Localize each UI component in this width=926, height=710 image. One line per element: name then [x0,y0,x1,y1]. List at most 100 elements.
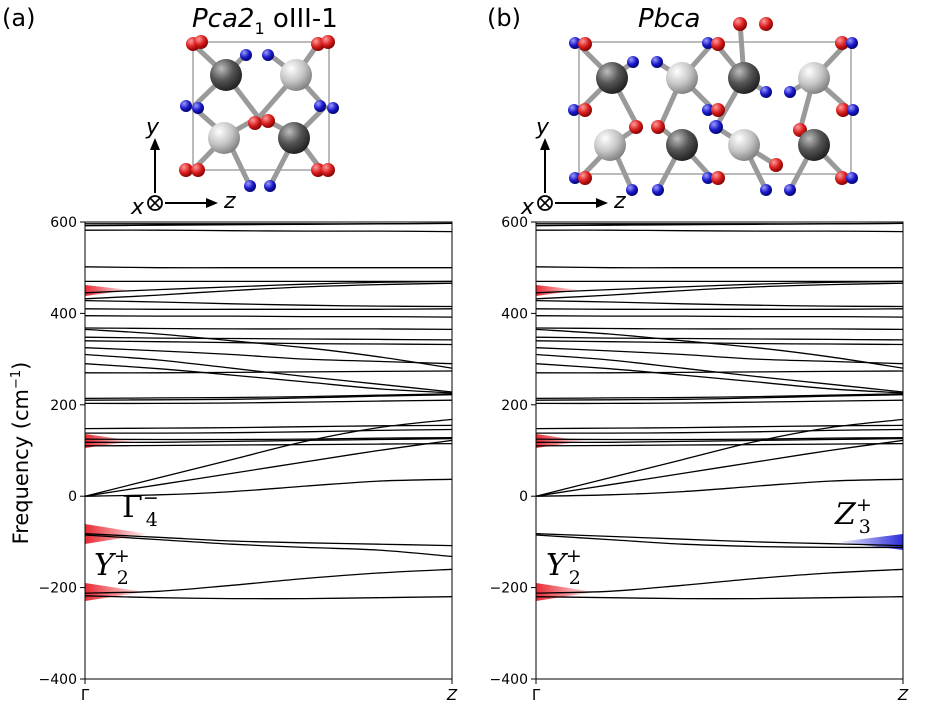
axis-x-label-a: x [130,195,145,220]
band-line-b-10 [535,437,904,441]
band-line-a-28 [84,280,453,294]
band-line-a-4 [84,533,453,547]
y-tick-label-a: 400 [50,306,77,322]
band-line-a-17 [84,363,453,394]
band-line-b-19 [535,347,904,365]
y-tick-label-b: 200 [501,398,528,414]
y-tick-label-a: −400 [39,672,77,688]
band-line-b-4 [535,533,904,547]
band-line-a-7 [84,418,453,497]
band-line-b-28 [535,280,904,294]
panel-a-title-suffix: oIII-1 [265,4,338,34]
crystal-structure-a [179,35,339,192]
band-line-b-14 [535,394,904,401]
panel-a: (a) Pca21 oIII-1 [2,4,458,704]
coordinate-axes-b: y x z [520,115,626,220]
band-line-a-19 [84,347,453,365]
coordinate-axes-a: y x z [130,115,236,220]
band-line-b-12 [535,424,904,430]
y-tick-label-b: −400 [490,672,528,688]
bands-a [84,222,453,600]
band-line-b-3 [535,534,904,549]
panel-b-title: Pbca [638,4,700,34]
y-tick-label-b: 0 [519,489,528,505]
band-line-a-12 [84,424,453,430]
bands-b [535,222,904,600]
band-line-b-17 [535,363,904,394]
band-line-a-1 [84,595,453,600]
band-line-a-10 [84,437,453,441]
band-line-a-3 [84,534,453,558]
band-line-b-26 [535,299,904,308]
axis-y-label-a: y [145,115,160,140]
band-line-b-30 [535,266,903,269]
annotation-y2-b: Y+2 [546,545,582,589]
band-line-a-20 [84,340,453,346]
band-line-b-31 [535,229,904,233]
band-line-b-23 [535,327,904,331]
band-line-a-24 [84,315,453,318]
band-line-b-18 [535,353,904,393]
band-line-a-27 [84,282,453,300]
band-line-a-23 [84,327,453,331]
band-line-a-13 [84,399,453,405]
band-line-b-21 [535,336,904,341]
band-line-a-31 [84,229,453,233]
band-line-b-15 [535,393,904,400]
band-line-a-6 [84,439,453,497]
band-line-b-24 [535,315,904,318]
band-line-b-22 [535,328,904,369]
band-line-b-11 [535,428,904,434]
band-line-a-9 [84,437,453,443]
x-tick-label-a: Γ [81,686,90,704]
axes-frame-a [84,221,453,680]
y-tick-label-a: 200 [50,398,77,414]
band-line-a-25 [84,308,453,310]
band-line-a-26 [84,299,453,308]
axes-frame-b [535,221,904,680]
y-axis-title: Frequency (cm−1) [9,362,33,545]
highlight-b-4 [838,534,903,550]
band-line-a-8 [84,442,453,447]
panel-b: (b) Pbca [487,4,909,704]
band-line-b-9 [535,437,904,443]
band-line-a-22 [84,328,453,369]
panel-a-title-sub: 1 [254,19,264,38]
y-tick-label-b: 400 [501,306,528,322]
band-line-a-21 [84,336,453,341]
y-tick-label-b: −200 [490,581,528,597]
band-line-b-2 [535,568,904,594]
band-line-a-30 [84,266,452,269]
band-line-a-2 [84,568,453,594]
annotation-z3: Z+3 [834,494,872,538]
band-line-b-5 [535,478,904,497]
x-tick-label-b: Γ [532,686,541,704]
y-tick-label-a: −200 [39,581,77,597]
y-tick-label-a: 0 [68,489,77,505]
band-line-b-20 [535,340,904,346]
axis-z-label-a: z [223,189,236,214]
annotation-y2-a: Y+2 [94,545,130,589]
highlight-a-3 [85,524,148,544]
y-tick-label-a: 600 [50,215,77,231]
band-line-a-15 [84,393,453,400]
band-line-b-7 [535,418,904,497]
band-line-b-13 [535,399,904,405]
band-line-a-18 [84,353,453,393]
panel-b-label: (b) [487,4,521,32]
axis-y-label-b: y [535,115,550,140]
highlight-a-1 [85,285,130,296]
band-line-b-27 [535,282,904,300]
highlight-b-2 [536,434,585,448]
panel-a-title: Pca21 oIII-1 [192,4,338,38]
band-line-b-8 [535,442,904,447]
annotation-gamma4: Γ−4 [122,487,159,531]
x-tick-label-a: Z [446,686,458,704]
band-line-b-6 [535,439,904,497]
band-line-b-25 [535,308,904,310]
